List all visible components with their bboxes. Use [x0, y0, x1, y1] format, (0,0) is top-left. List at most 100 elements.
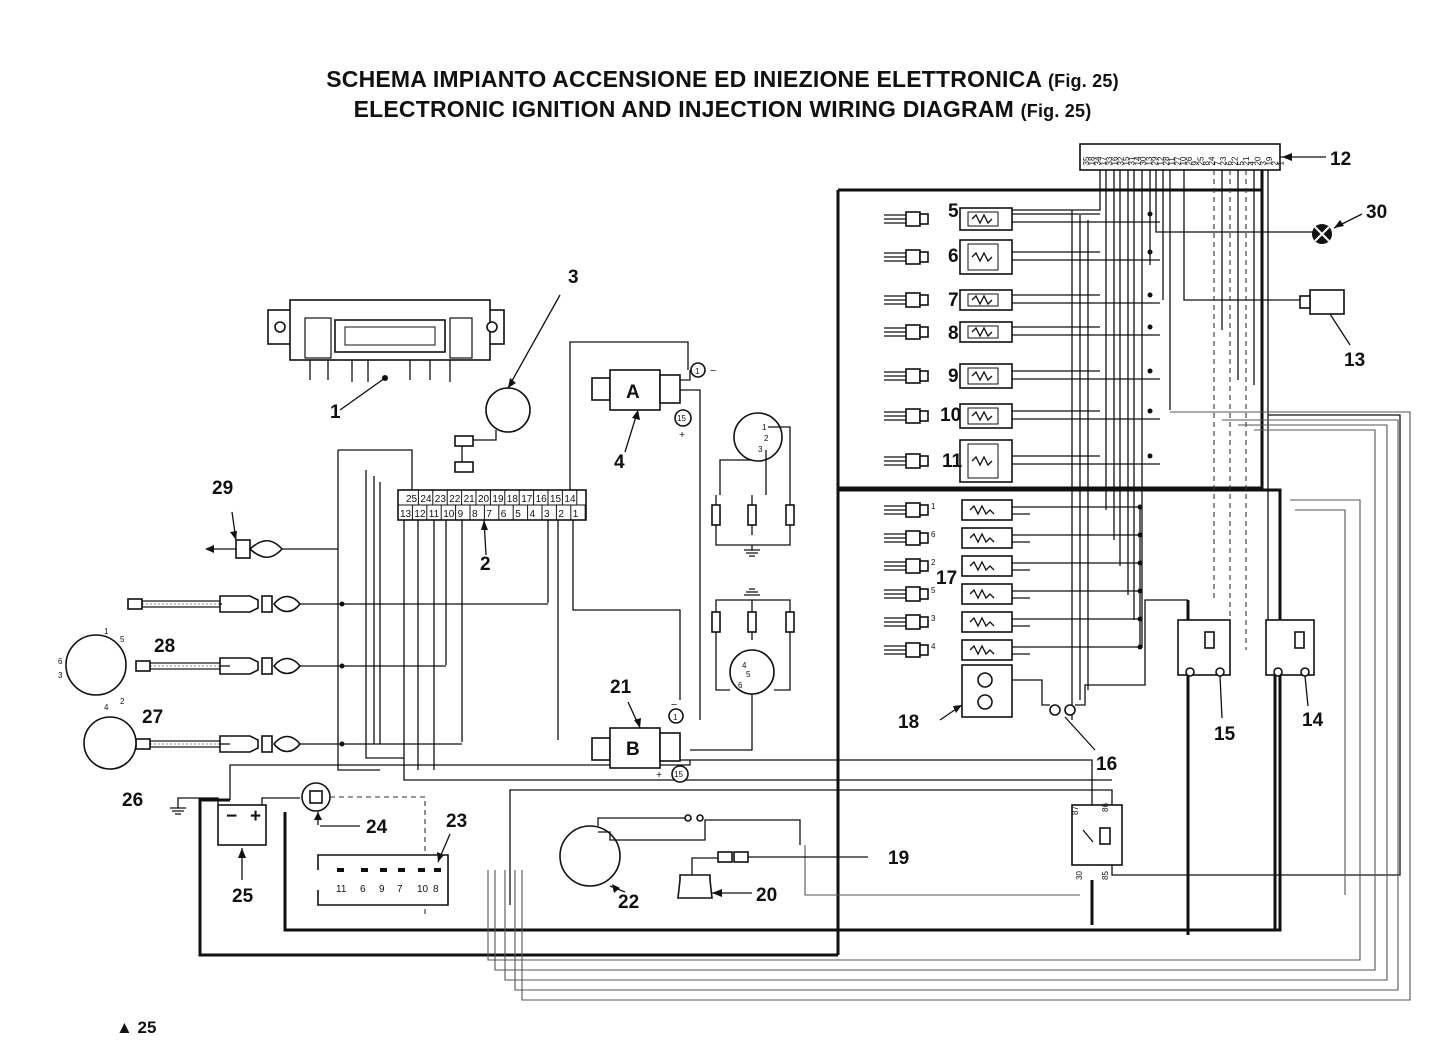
connector2-top-pin: 21: [464, 494, 476, 505]
unit23-pin: 10: [417, 884, 429, 895]
callout-15: 15: [1214, 724, 1236, 745]
main-frame: [198, 170, 1282, 957]
callout-2: 2: [480, 554, 491, 575]
connector2-top-pin: 20: [478, 494, 490, 505]
callout-25: 25: [232, 886, 254, 907]
fuel-pump-18: [939, 599, 1188, 721]
callout-1: 1: [330, 402, 341, 423]
relay-85-label: 85: [1101, 871, 1110, 880]
relay-86-label: 86: [1101, 803, 1110, 812]
unit23-pin: 7: [397, 884, 403, 895]
callout-29: 29: [212, 478, 233, 499]
relay-30-label: 30: [1075, 871, 1084, 880]
ecu-connector-pin: 32: [1116, 156, 1125, 165]
warning-lamp-30: [1312, 213, 1363, 244]
ecu-connector-pin: 18: [1088, 156, 1097, 165]
dist-a-1: 1: [762, 423, 767, 432]
ecu-connector-pin: 27: [1173, 156, 1182, 165]
coil-b-t1: 1: [673, 713, 678, 722]
ecu-connector-pin: 16: [1111, 156, 1120, 165]
s27-p2: 2: [120, 697, 125, 706]
callout-7: 7: [948, 290, 959, 311]
ecu-connector-pin: 2: [1271, 161, 1280, 166]
connector2-bottom-pin: 10: [443, 509, 455, 520]
connector2-bottom-pin: 3: [544, 509, 550, 520]
dist-a-2: 2: [764, 434, 769, 443]
connector2-top-pin: 18: [507, 494, 519, 505]
title-line1-fig: (Fig. 25): [1047, 71, 1119, 91]
connector2-bottom-pin: 4: [530, 509, 536, 520]
connector2-top-pin: 17: [521, 494, 533, 505]
ecu-connector-pin: 4: [1248, 161, 1257, 166]
ecu-connector-pin: 12: [1156, 156, 1165, 165]
title-line1: SCHEMA IMPIANTO ACCENSIONE ED INIEZIONE …: [326, 66, 1042, 92]
callout-6: 6: [948, 246, 959, 267]
inertia-switch-16: [1049, 704, 1096, 751]
ecu-connector-pin: 29: [1151, 156, 1160, 165]
relay-14: [1265, 619, 1315, 707]
ecu-connector-pin: 11: [1168, 157, 1177, 166]
connector2-bottom-pin: 5: [515, 509, 521, 520]
ecu-connector-pin: 31: [1128, 156, 1137, 165]
unit23-pin: 11: [336, 884, 347, 895]
distributor-b: 4 5 6: [690, 588, 795, 751]
callout-30: 30: [1366, 202, 1387, 223]
coil-a-letter: A: [626, 382, 640, 403]
ignition-coil-b-21: B 1 − 15 +: [591, 699, 689, 783]
callout-19: 19: [888, 848, 909, 869]
callout-27: 27: [142, 707, 163, 728]
connector2-top-pin: 24: [420, 494, 432, 505]
callout-21: 21: [610, 677, 632, 698]
callout-8: 8: [948, 323, 959, 344]
ecu-connector-pin: 34: [1093, 156, 1102, 165]
callout-26: 26: [122, 790, 143, 811]
callout-9: 9: [948, 366, 959, 387]
callout-11: 11: [942, 451, 963, 472]
ecu-connector-pin: 10: [1179, 156, 1188, 165]
control-unit-1: [267, 299, 505, 411]
connector2-bottom-pin: 2: [558, 509, 564, 520]
sensor-27-dial: 1 5 6 3 4 2: [58, 627, 127, 712]
ecu-connector-pin: 8: [1202, 161, 1211, 166]
injector-number: 4: [931, 642, 936, 651]
battery-minus: −: [226, 806, 237, 827]
connector2-bottom-pin: 12: [414, 509, 426, 520]
callout-16: 16: [1096, 754, 1117, 775]
coil-a-minus: −: [710, 365, 716, 377]
connector2-bottom-pin: 9: [458, 509, 464, 520]
connector2-bottom-pin: 11: [429, 509, 440, 520]
diagnostic-socket-13: [1299, 289, 1351, 346]
connector2-top-pin: 25: [406, 494, 418, 505]
ecu-connector-pin: 3: [1259, 161, 1268, 166]
callout-13: 13: [1344, 350, 1365, 371]
sensor-cables: [127, 595, 548, 753]
injector-number: 2: [931, 558, 936, 567]
ecu-connector-pin: 24: [1208, 156, 1217, 165]
unit23-pin: 9: [379, 884, 385, 895]
ecu-connector-pin: 23: [1219, 156, 1228, 165]
ecu-connector-12: 3518341733163215311430132912281127102692…: [1079, 143, 1326, 171]
callout-28: 28: [154, 636, 175, 657]
ecu-connector-pin: 33: [1105, 156, 1114, 165]
connector2-top-pin: 23: [435, 494, 447, 505]
ecu-connector-pin: 13: [1145, 156, 1154, 165]
connector2-bottom-pin: 13: [400, 509, 412, 520]
callout-4: 4: [614, 452, 625, 473]
title-line2: ELECTRONIC IGNITION AND INJECTION WIRING…: [353, 96, 1014, 122]
callout-12: 12: [1330, 149, 1351, 170]
connector2-bottom-pin: 1: [573, 509, 579, 520]
sensor-29: [205, 511, 338, 559]
title-english: ELECTRONIC IGNITION AND INJECTION WIRING…: [0, 96, 1445, 123]
callout-3: 3: [568, 267, 579, 288]
harness-right-loops: [487, 411, 1411, 1001]
connector2-top-pin: 16: [536, 494, 548, 505]
relay-87-label: 87: [1071, 806, 1080, 815]
s27-p4: 4: [104, 703, 109, 712]
connector2-top-pin: 15: [550, 494, 562, 505]
injector-number: 5: [931, 586, 936, 595]
callout-20: 20: [756, 885, 777, 906]
